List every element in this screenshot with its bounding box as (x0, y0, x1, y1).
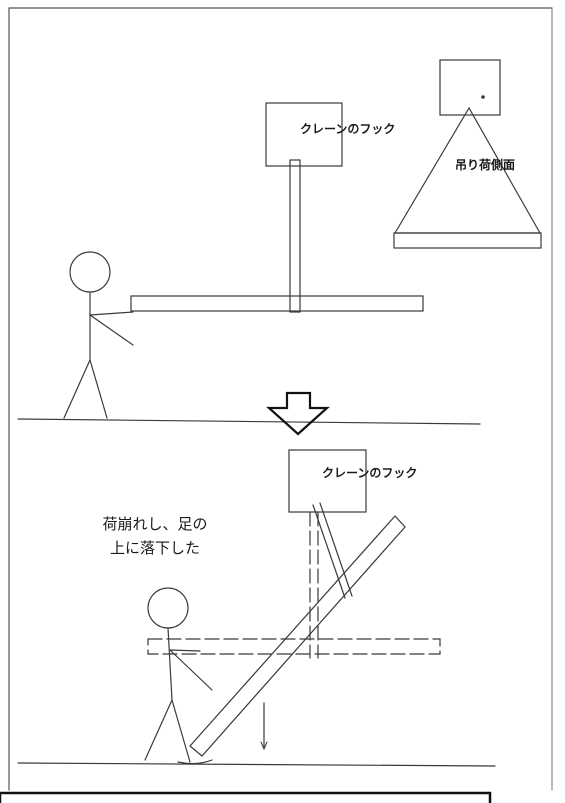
suspended-load-top (130, 295, 424, 312)
ground-bottom (17, 762, 496, 767)
worker-head-top (69, 251, 111, 293)
down-arrow-outline-icon (266, 391, 330, 436)
crane-hook-box-top (265, 102, 343, 167)
caption-line-2: 上に落下した (109, 539, 200, 557)
side-view-load-plate (393, 232, 542, 249)
accident-caption: 荷崩れし、足の 上に落下した (70, 512, 240, 560)
worker-body-bottom (167, 627, 173, 701)
worker-head-bottom (147, 587, 189, 629)
side-view-dot (481, 95, 485, 99)
caption-line-1: 荷崩れし、足の (102, 515, 208, 533)
falling-load (189, 515, 406, 757)
ground-top (17, 418, 481, 425)
former-load-position (147, 638, 441, 655)
side-view-hook-box (439, 59, 501, 116)
hook-rope-top (289, 159, 301, 313)
caption-box (0, 791, 492, 803)
crane-hook-box-bottom (288, 449, 367, 513)
load-side-view-label: 吊り荷側面 (455, 158, 516, 172)
crane-hook-label-bottom: クレーンのフック (322, 466, 418, 480)
crane-hook-label-top: クレーンのフック (300, 122, 396, 136)
